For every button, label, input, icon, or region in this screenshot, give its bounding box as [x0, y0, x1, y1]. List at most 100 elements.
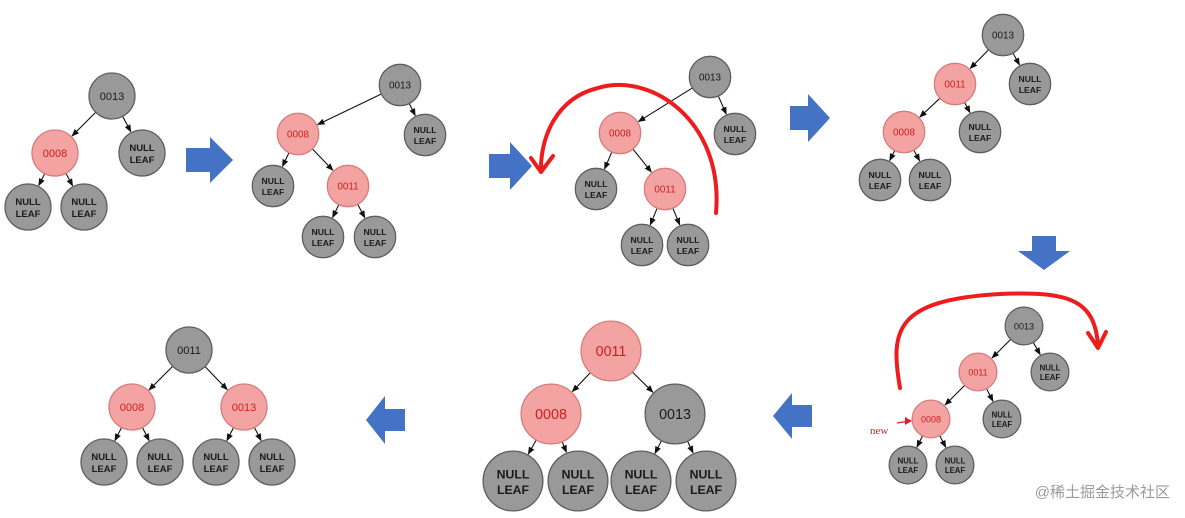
node-label: NULL — [312, 227, 335, 237]
node-label: 0013 — [1014, 321, 1034, 331]
black-node: 0013 — [378, 63, 422, 107]
node-label: LEAF — [92, 464, 117, 475]
red-node: 0011 — [580, 320, 642, 382]
node-label: LEAF — [677, 246, 699, 256]
node-label: NULL — [992, 410, 1013, 419]
node-label: 0013 — [699, 73, 721, 84]
node-label: 0011 — [337, 182, 359, 193]
tree-edge — [71, 111, 97, 137]
tree-edge — [889, 150, 896, 162]
tree-edge — [637, 87, 693, 123]
step-arrow-down-icon — [1018, 236, 1070, 270]
tree-edge — [141, 427, 150, 442]
step-arrow-right-icon — [489, 142, 532, 190]
red-node: 0008 — [911, 399, 951, 439]
node-label: NULL — [724, 124, 747, 134]
tree-edge — [253, 427, 262, 442]
node-label: LEAF — [625, 483, 658, 497]
node-label: LEAF — [130, 155, 155, 166]
node-label: 0013 — [659, 407, 691, 423]
tree-edge — [986, 388, 994, 402]
node-label: NULL — [969, 122, 992, 132]
tree-edge — [964, 102, 971, 114]
tree-edge — [65, 173, 74, 187]
node-label: NULL — [91, 452, 117, 463]
red-node: 0008 — [276, 112, 320, 156]
black-node: 0013 — [1004, 306, 1044, 346]
node-label: NULL — [625, 467, 658, 481]
node-label: LEAF — [260, 464, 285, 475]
black-node: 0013 — [88, 72, 136, 120]
red-node: 0011 — [933, 62, 977, 106]
node-label: NULL — [71, 197, 97, 208]
node-label: NULL — [631, 235, 654, 245]
node-label: LEAF — [204, 464, 229, 475]
node-label: 0011 — [944, 80, 966, 91]
tree-edge — [717, 95, 727, 115]
tree-edge — [649, 207, 658, 226]
tree-edges — [604, 87, 727, 226]
node-label: 0008 — [609, 129, 631, 140]
node-label: LEAF — [724, 135, 746, 145]
red-node: 0008 — [520, 383, 582, 445]
step-arrow-right-icon — [186, 137, 233, 183]
black-node: 0013 — [644, 383, 706, 445]
tree-edge — [687, 440, 694, 454]
tree-edge — [316, 93, 382, 126]
red-node: 0011 — [326, 164, 370, 208]
node-label: NULL — [919, 170, 942, 180]
node-label: LEAF — [148, 464, 173, 475]
node-label: 0008 — [893, 128, 915, 139]
node-label: NULL — [15, 197, 41, 208]
step-arrows — [186, 94, 1070, 444]
tree-edge — [281, 152, 290, 168]
tree-edges — [889, 49, 1021, 162]
tree-edge — [604, 151, 613, 170]
node-label: 0008 — [921, 414, 941, 424]
node-label: LEAF — [690, 483, 723, 497]
black-node: 0013 — [688, 55, 732, 99]
new-node-marker: new — [870, 417, 912, 437]
tree-edge — [332, 204, 340, 219]
tree-edge — [991, 338, 1012, 359]
node-label: 0008 — [535, 407, 567, 423]
tree-edge — [631, 371, 654, 393]
node-label: LEAF — [364, 238, 386, 248]
node-label: NULL — [585, 179, 608, 189]
node-label: LEAF — [585, 190, 607, 200]
node-label: NULL — [677, 235, 700, 245]
node-label: NULL — [414, 125, 437, 135]
node-label: 0013 — [389, 81, 411, 92]
node-label: LEAF — [969, 133, 991, 143]
tree-edges — [916, 338, 1041, 449]
tree-edge — [408, 103, 416, 117]
tree-edge — [913, 149, 921, 162]
tree-edge — [226, 427, 235, 442]
node-label: LEAF — [992, 420, 1013, 429]
node-label: NULL — [945, 456, 966, 465]
tree-edge — [561, 441, 567, 454]
new-label: new — [870, 425, 888, 437]
node-label: LEAF — [562, 483, 595, 497]
node-label: LEAF — [1040, 373, 1061, 382]
red-node: 0011 — [643, 167, 687, 211]
red-node: 0008 — [882, 110, 926, 154]
tree-edge — [632, 148, 652, 173]
node-label: NULL — [869, 170, 892, 180]
node-label: NULL — [562, 467, 595, 481]
